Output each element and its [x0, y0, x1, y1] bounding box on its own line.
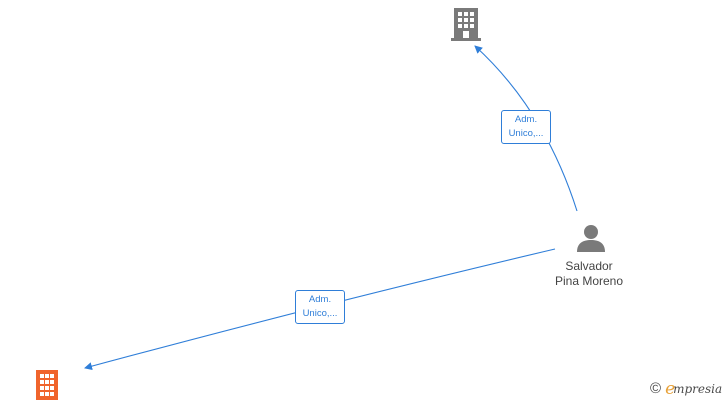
edge-label-line2: Unico,... — [302, 308, 338, 319]
company-node-bottom[interactable] — [33, 368, 61, 400]
edge-label-top[interactable]: Adm. Unico,... — [501, 110, 551, 144]
brand-logo-e: e — [665, 379, 676, 399]
person-name-line2: Pina Moreno — [554, 274, 624, 288]
edge-label-bottom[interactable]: Adm. Unico,... — [295, 290, 345, 324]
company-node-top[interactable] — [449, 6, 483, 42]
person-node[interactable] — [575, 223, 607, 253]
building-icon — [451, 8, 481, 41]
edge-label-line1: Adm. — [514, 114, 538, 125]
edge-label-line2: Unico,... — [508, 128, 544, 139]
edge-label-line1: Adm. — [308, 294, 332, 305]
brand-logo-text: mpresia — [673, 382, 723, 396]
building-icon — [36, 370, 58, 400]
person-name-line1: Salvador — [565, 259, 613, 273]
person-icon — [577, 225, 605, 252]
copyright-symbol: © — [650, 380, 662, 397]
person-name[interactable]: Salvador Pina Moreno — [538, 259, 640, 289]
brand-watermark: ©empresia — [650, 379, 722, 399]
